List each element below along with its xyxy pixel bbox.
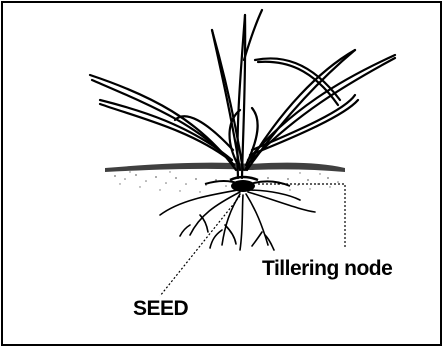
tillering-node-label: Tillering node bbox=[262, 258, 392, 279]
soil-surface bbox=[105, 163, 345, 193]
plant-roots bbox=[160, 190, 315, 250]
tillering-leader bbox=[258, 184, 345, 248]
figure-border bbox=[2, 2, 441, 345]
plant-leaves bbox=[90, 10, 395, 178]
seed-label: SEED bbox=[133, 298, 188, 319]
seed-leader bbox=[160, 196, 240, 296]
